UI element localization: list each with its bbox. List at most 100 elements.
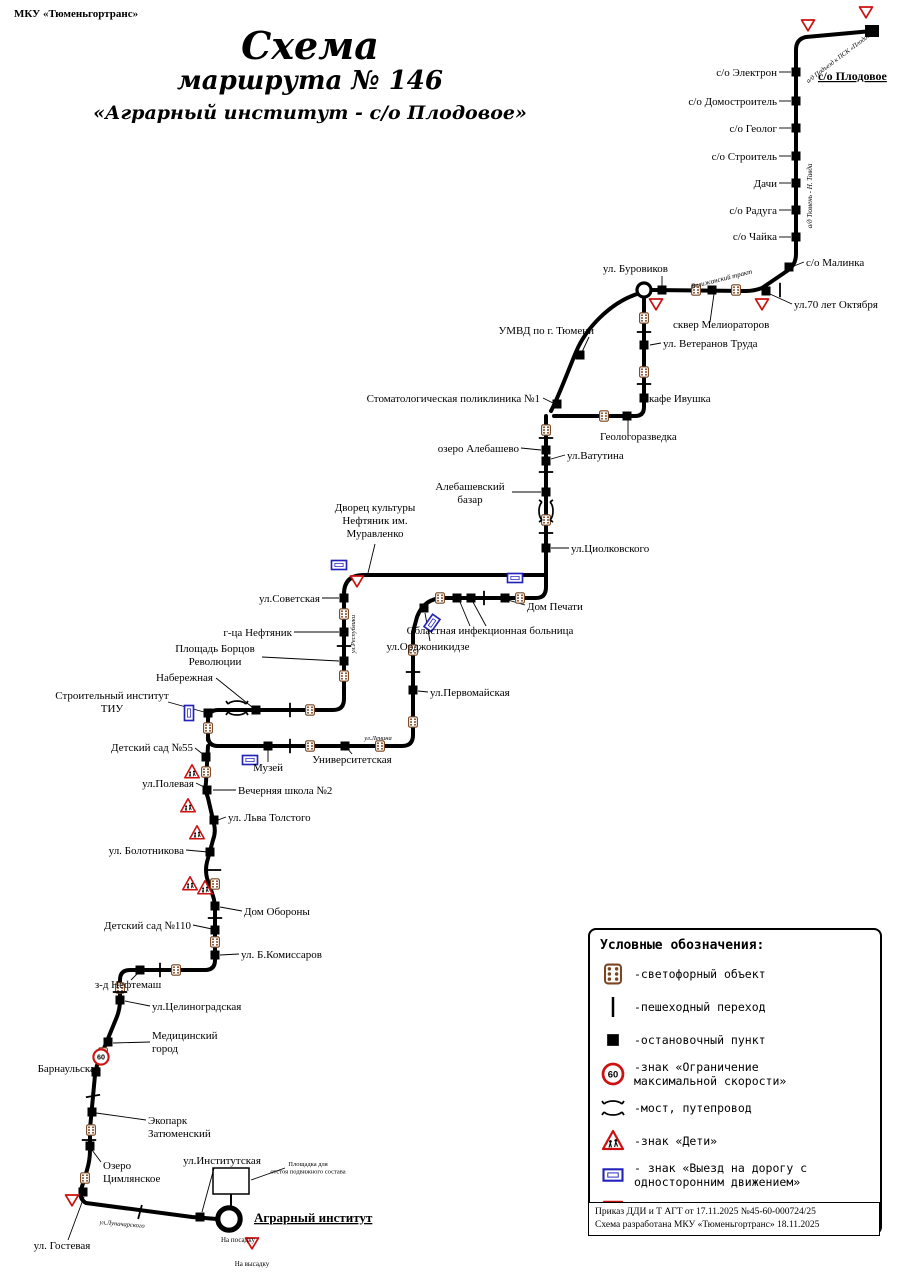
- bus-stop-icon: [541, 543, 551, 553]
- bus-stop-icon: [210, 950, 220, 960]
- bus-stop-icon: [639, 393, 649, 403]
- road-label: ул.Луначарского: [98, 1219, 145, 1230]
- order-note-box: Приказ ДДИ и Т АГТ от 17.11.2025 №45-60-…: [588, 1202, 880, 1236]
- bus-stop-icon: [210, 901, 220, 911]
- traffic-light-icon: [80, 1172, 90, 1184]
- stop-label: Вечерняя школа №2: [238, 785, 332, 797]
- traffic-light-icon: [604, 963, 622, 985]
- stop-label: с/о Чайка: [733, 231, 777, 243]
- label-leader-line: [124, 1000, 151, 1007]
- bus-stop-icon: [135, 965, 145, 975]
- stop-label: ул.70 лет Октября: [794, 299, 878, 311]
- label-leader-line: [542, 397, 554, 404]
- stop-label: УМВД по г. Тюмени: [498, 325, 594, 337]
- stop-label: ул.Целиноградская: [152, 1001, 241, 1013]
- scheme-title: Схема: [241, 23, 379, 68]
- label-leader-line: [769, 293, 793, 305]
- legend-item: -пешеходный переход: [600, 994, 872, 1020]
- label-leader-line: [649, 342, 662, 346]
- route-number: маршрута № 146: [177, 65, 443, 96]
- bus-stop-icon: [639, 340, 649, 350]
- traffic-light-icon: [203, 722, 213, 734]
- label-leader-line: [261, 656, 340, 662]
- stop-label: с/о Домостроитель: [688, 96, 777, 108]
- bus-stop-icon: [761, 286, 771, 296]
- traffic-light-icon: [435, 592, 445, 604]
- bus-stop-icon: [339, 627, 349, 637]
- label-leader-line: [201, 1167, 215, 1213]
- terminal-label: Аграрный институт: [254, 1210, 373, 1225]
- stop-label: Геологоразведка: [600, 431, 677, 443]
- yield-sign-icon: [349, 575, 365, 588]
- traffic-light-icon: [639, 312, 649, 324]
- stop-label: Дом Обороны: [244, 906, 310, 918]
- traffic-light-icon: [339, 670, 349, 682]
- boarding-note: На посадку: [221, 1236, 255, 1244]
- stop-label: Набережная: [156, 672, 213, 684]
- label-leader-line: [192, 924, 213, 930]
- bus-stop-icon: [707, 285, 717, 295]
- bus-stop-icon: [202, 785, 212, 795]
- route-line: [78, 744, 219, 1221]
- bus-stop-icon: [791, 232, 801, 242]
- bus-stop-icon: [209, 815, 219, 825]
- legend-title: Условные обозначения:: [600, 938, 765, 953]
- road-label: а/д Тюмень - Н. Тавда: [806, 163, 814, 228]
- stop-label: Областная инфекционная больница: [407, 625, 574, 637]
- bus-stop-icon: [251, 705, 261, 715]
- roundabout-icon: [635, 281, 653, 299]
- stop-label: Дом Печати: [527, 601, 583, 613]
- label-leader-line: [367, 543, 376, 574]
- label-leader-line: [520, 447, 542, 451]
- yield-sign-icon: [64, 1194, 80, 1207]
- road-label: ул.Республики: [350, 614, 357, 654]
- traffic-light-icon: [86, 1124, 96, 1136]
- legend-item: -остановочный пункт: [600, 1027, 872, 1053]
- one-way-sign-icon: [506, 572, 524, 584]
- stop-label: ул. Буровиков: [603, 263, 668, 275]
- label-leader-line: [219, 906, 243, 912]
- yield-sign-icon: [754, 298, 770, 311]
- label-leader-line: [112, 1041, 151, 1044]
- legend-label: -пешеходный переход: [634, 1000, 766, 1014]
- one-way-sign-icon: [602, 1168, 624, 1182]
- stop-label: с/о Радуга: [729, 205, 777, 217]
- label-leader-line: [217, 816, 227, 821]
- traffic-light-icon: [515, 592, 525, 604]
- bus-stop-icon: [205, 847, 215, 857]
- bus-stop-icon: [791, 205, 801, 215]
- org-label: МКУ «Тюменьгортранс»: [14, 8, 139, 20]
- label-leader-line: [417, 690, 429, 693]
- bus-stop-icon: [466, 593, 476, 603]
- legend-item: -мост, путепровод: [600, 1095, 872, 1121]
- label-leader-line: [185, 849, 209, 853]
- bus-stop-icon: [791, 123, 801, 133]
- stop-label: г-ца Нефтяник: [223, 627, 292, 639]
- traffic-light-icon: [408, 716, 418, 728]
- order-line-1: Приказ ДДИ и Т АГТ от 17.11.2025 №45-60-…: [595, 1207, 816, 1217]
- bus-stop-icon: [784, 262, 794, 272]
- terminal-label: с/о Плодовое: [818, 69, 888, 83]
- stop-label: ул.Первомайская: [430, 687, 510, 699]
- label-leader-line: [472, 601, 487, 627]
- bus-stop-icon: [340, 741, 350, 751]
- legend-label: -остановочный пункт: [634, 1033, 766, 1047]
- label-leader-line: [95, 1112, 147, 1121]
- stop-label: ул. Б.Комиссаров: [241, 949, 322, 961]
- bridge-icon: [601, 1100, 625, 1116]
- bus-stop-icon: [791, 67, 801, 77]
- traffic-light-icon: [201, 766, 211, 778]
- label-leader-line: [459, 601, 471, 627]
- bus-stop-icon: [541, 445, 551, 455]
- bus-stop-icon: [263, 741, 273, 751]
- traffic-light-icon: [541, 424, 551, 436]
- label-leader-line: [250, 1167, 286, 1181]
- bus-stop-icon: [791, 151, 801, 161]
